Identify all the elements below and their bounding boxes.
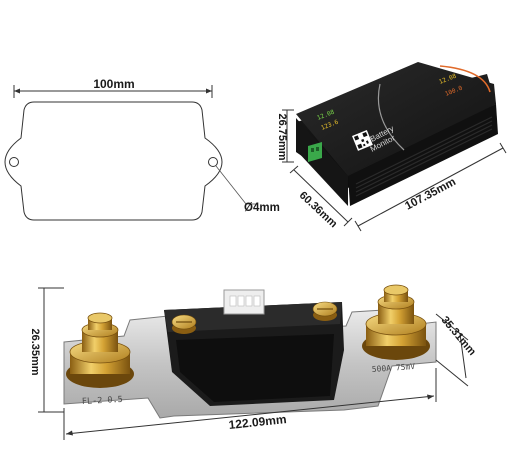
battery-monitor: 12.08 123.6 12.08 100.0 Battery Monitor …: [276, 62, 507, 232]
shunt-depth-label: 35.31mm: [439, 314, 479, 358]
mount-hole-right: [208, 157, 218, 167]
monitor-top-face: [296, 62, 496, 176]
shunt: 26.35mm: [29, 284, 479, 440]
shunt-length-label: 122.09mm: [228, 412, 287, 432]
mount-hole-left: [9, 157, 19, 167]
green-connector-icon: [308, 142, 322, 162]
monitor-length-label: 107.35mm: [403, 176, 458, 213]
monitor-depth-label: 60.36mm: [297, 189, 340, 230]
monitor-front-face: [296, 118, 348, 206]
mount-plate: 100mm Ø4mm: [4, 77, 280, 221]
sensor-connector: [223, 289, 265, 315]
monitor-height-label: 26.75mm: [276, 113, 288, 160]
vent-slots: [355, 116, 493, 197]
plate-outline: [4, 101, 223, 221]
terminal-bolt-left: [66, 312, 134, 388]
hole-diameter-label: Ø4mm: [244, 202, 280, 214]
terminal-bolt-right: [362, 284, 430, 360]
shunt-height-label: 26.35mm: [29, 328, 41, 375]
small-screw-right: [312, 301, 338, 321]
qr-code-icon: [352, 130, 373, 151]
plate-width-label: 100mm: [93, 77, 134, 91]
small-screw-left: [171, 314, 197, 334]
shunt-marking-left: FL-2 0.5: [82, 395, 123, 407]
shunt-marking-right: 500A 75mV: [372, 362, 416, 374]
